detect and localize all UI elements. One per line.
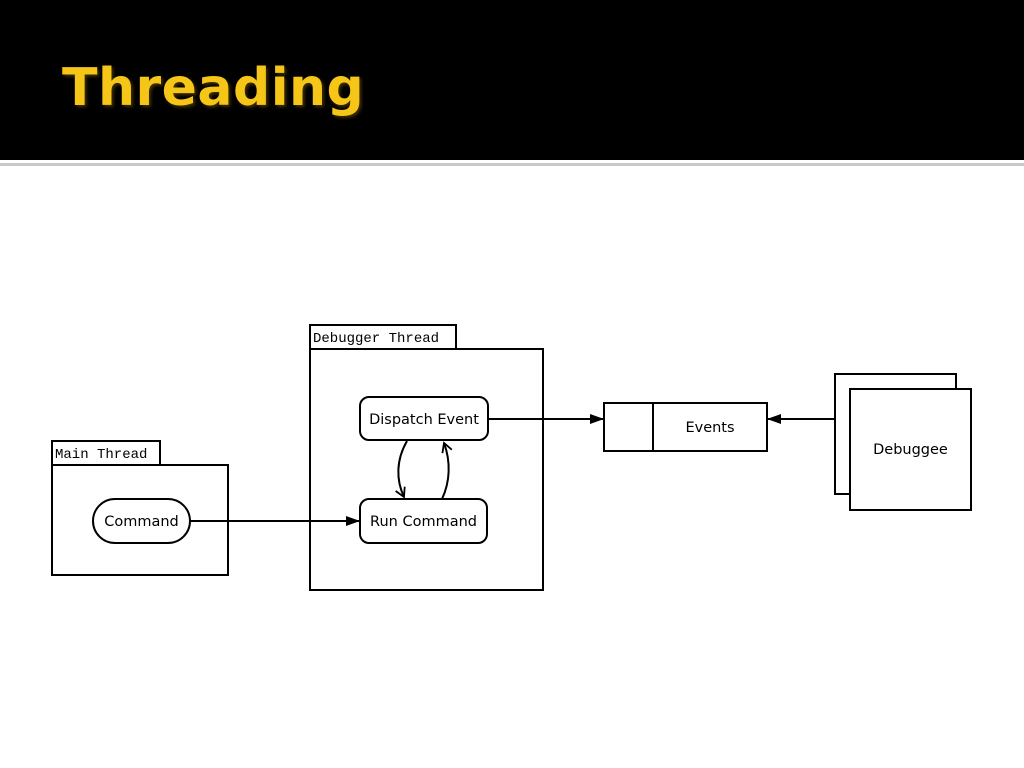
events-queue: Events xyxy=(603,402,768,452)
debuggee-label: Debuggee xyxy=(873,442,948,458)
debugger-thread-body xyxy=(309,348,544,591)
connectors xyxy=(190,414,835,526)
slide-title: Threading xyxy=(62,58,365,118)
main-thread-tab xyxy=(51,440,161,466)
events-queue-label: Events xyxy=(685,420,734,436)
dispatch-event-node-label: Dispatch Event xyxy=(369,412,479,428)
debuggee-front-box xyxy=(849,388,972,511)
main-thread-package: Main Thread Command xyxy=(51,440,229,576)
title-divider xyxy=(0,163,1024,166)
run-command-node xyxy=(359,498,488,544)
main-thread-tab-label: Main Thread xyxy=(55,447,147,463)
events-queue-box xyxy=(603,402,768,452)
dispatch-to-run-loop-arrow xyxy=(395,440,408,499)
debuggee: Debuggee xyxy=(834,373,972,511)
run-to-dispatch-loop-arrow xyxy=(441,441,453,500)
debugger-thread-tab xyxy=(309,324,457,350)
run-command-node-label: Run Command xyxy=(370,514,477,530)
debugger-thread-package: Debugger Thread Dispatch Event Run Comma… xyxy=(309,324,544,591)
debugger-thread-tab-label: Debugger Thread xyxy=(313,331,439,347)
command-node-label: Command xyxy=(104,514,179,530)
title-bar xyxy=(0,0,1024,160)
